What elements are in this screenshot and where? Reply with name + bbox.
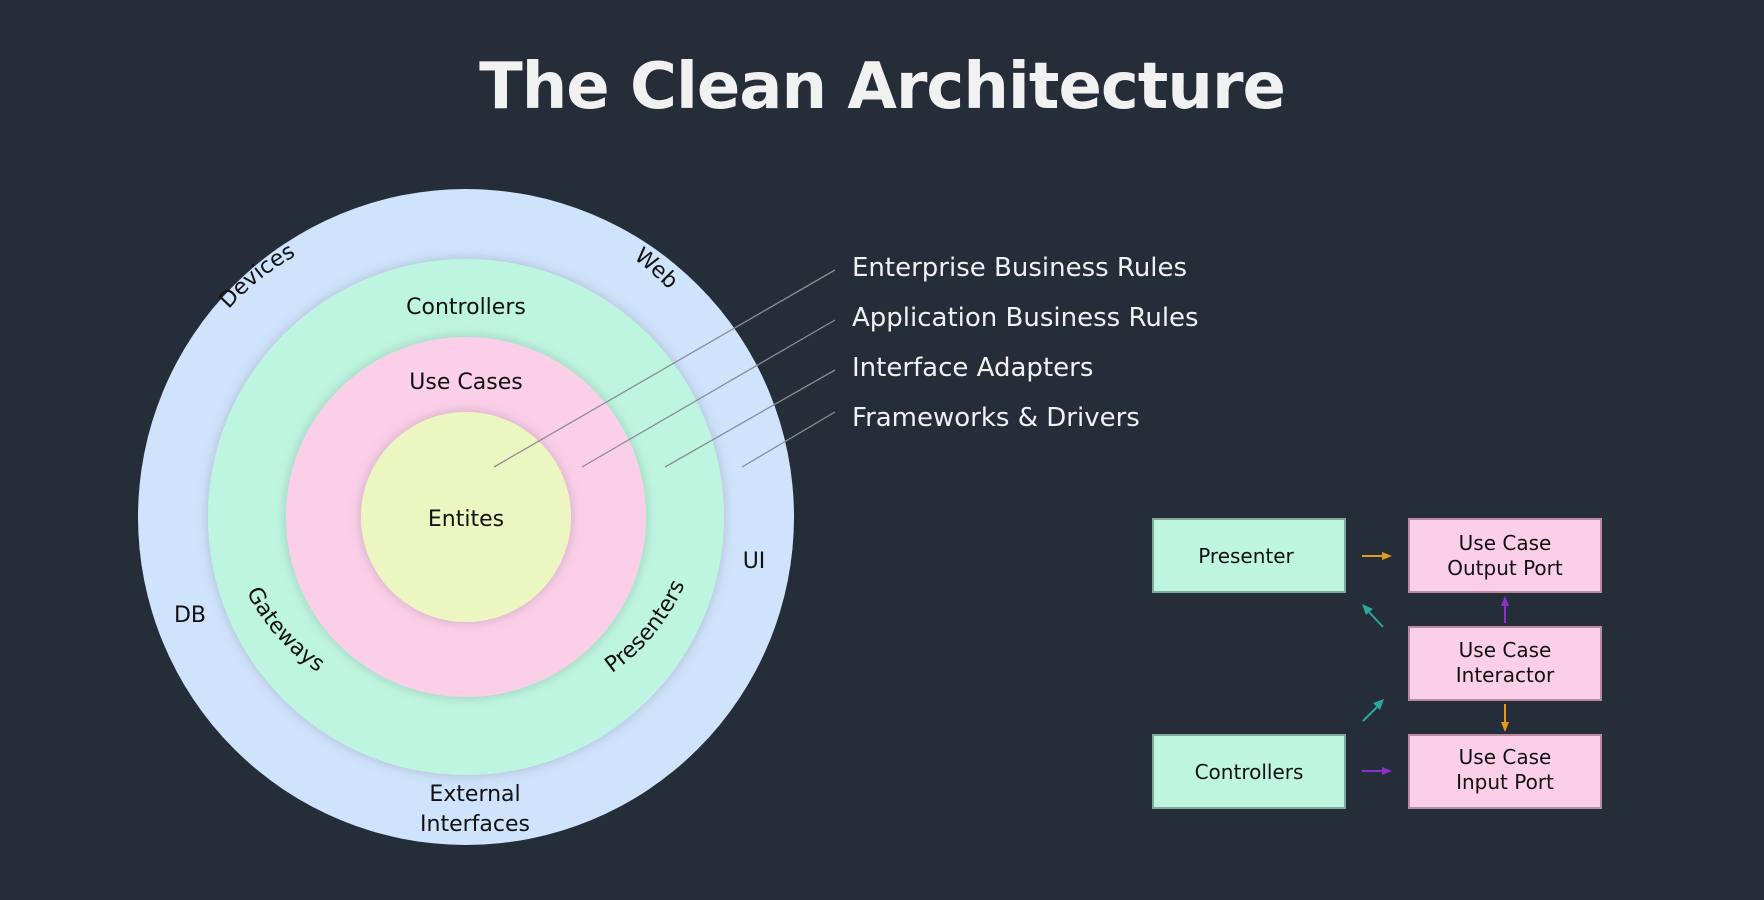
interactor-text-line2: Interactor xyxy=(1456,663,1555,687)
interactor-text-line1: Use Case xyxy=(1459,638,1552,662)
leader-line-application xyxy=(581,319,836,468)
flow-box-interactor: Use Case Interactor xyxy=(1408,626,1602,701)
use-cases-label: Use Cases xyxy=(409,370,522,395)
ui-label: UI xyxy=(743,549,766,574)
flow-box-controllers: Controllers xyxy=(1152,734,1346,809)
arrow-controllers-to-interactor xyxy=(1362,699,1384,722)
input-port-text-line2: Input Port xyxy=(1456,770,1554,794)
arrow-interactor-to-output-port xyxy=(1501,596,1509,623)
arrow-controllers-to-input-port xyxy=(1362,767,1392,775)
controllers-text: Controllers xyxy=(1195,760,1304,784)
flow-box-input-port: Use Case Input Port xyxy=(1408,734,1602,809)
presenter-text: Presenter xyxy=(1198,544,1294,568)
flow-box-output-port: Use Case Output Port xyxy=(1408,518,1602,593)
external-interfaces-label-line2: Interfaces xyxy=(420,812,530,837)
legend-frameworks-drivers: Frameworks & Drivers xyxy=(852,403,1140,433)
legend-interface-adapters: Interface Adapters xyxy=(852,353,1093,383)
flow-box-presenter: Presenter xyxy=(1152,518,1346,593)
leader-line-frameworks xyxy=(741,411,836,468)
input-port-text-line1: Use Case xyxy=(1459,745,1552,769)
db-label: DB xyxy=(174,603,206,628)
output-port-text-line2: Output Port xyxy=(1447,556,1563,580)
page-title: The Clean Architecture xyxy=(479,50,1286,124)
arrow-interactor-to-input-port xyxy=(1501,704,1509,732)
legend-application-business-rules: Application Business Rules xyxy=(852,303,1199,333)
arrow-presenter-to-output-port xyxy=(1362,552,1392,560)
entities-core xyxy=(361,412,571,622)
entities-label: Entites xyxy=(428,507,504,532)
output-port-text-line1: Use Case xyxy=(1459,531,1552,555)
leader-line-enterprise xyxy=(493,269,836,468)
controllers-label: Controllers xyxy=(406,295,526,320)
legend-enterprise-business-rules: Enterprise Business Rules xyxy=(852,253,1187,283)
arrow-interactor-to-presenter xyxy=(1362,604,1384,628)
leader-lines xyxy=(493,269,836,468)
external-interfaces-label-line1: External xyxy=(429,782,520,807)
leader-line-adapters xyxy=(664,369,836,468)
